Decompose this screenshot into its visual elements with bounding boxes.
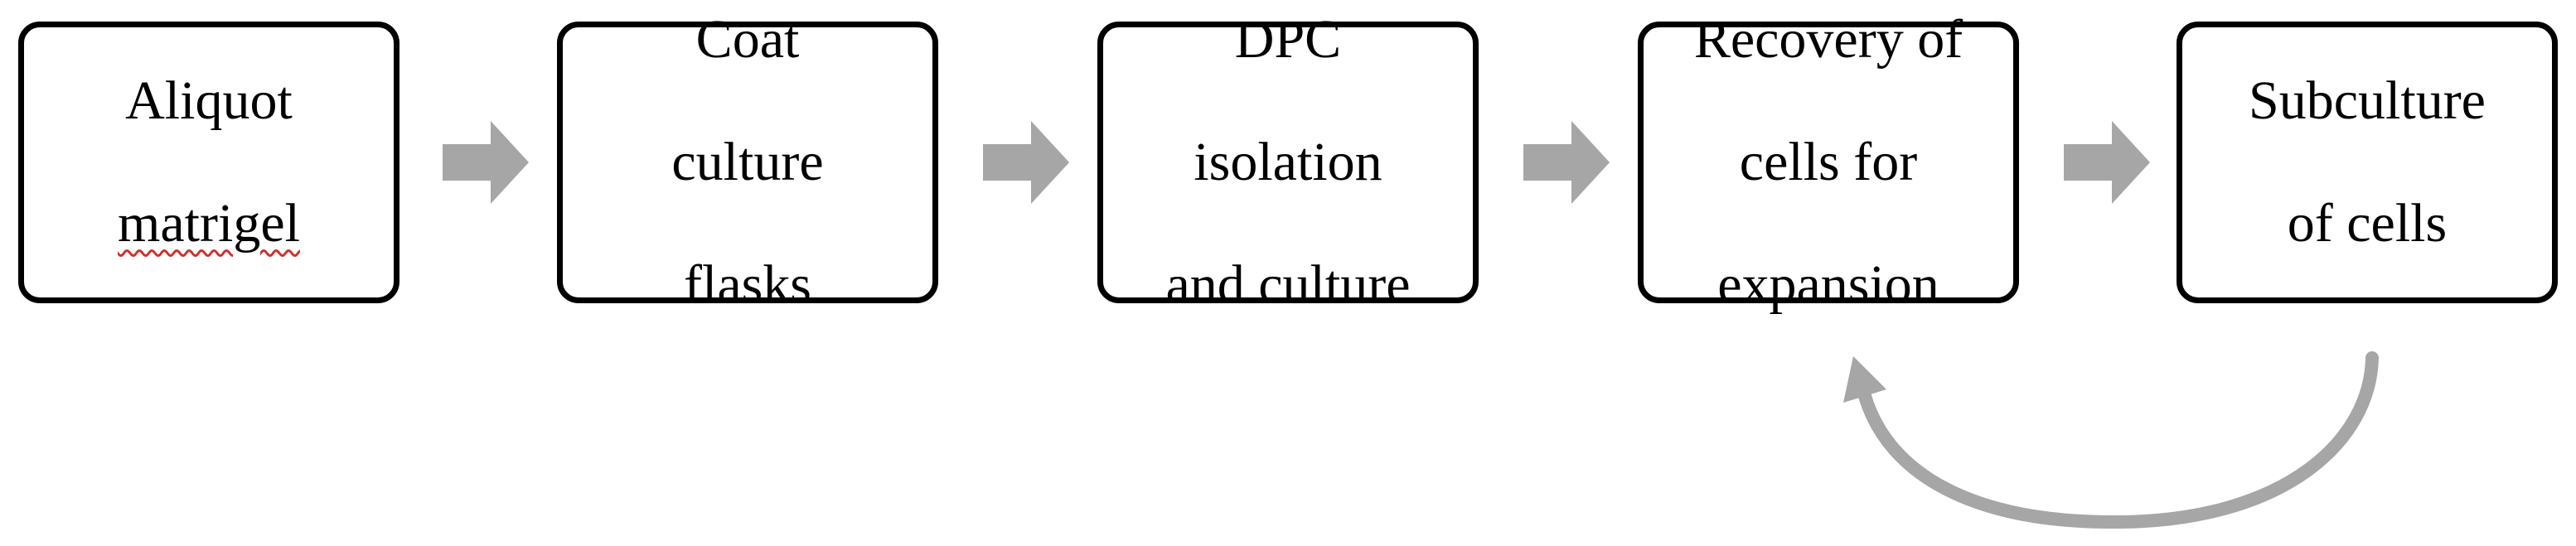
step-label-recovery-of-cells-for-expansion: Recovery of cells for expansion — [1694, 0, 1963, 377]
step-line-misspelled: matrigel — [118, 193, 300, 254]
step-box-dpc-isolation-and-culture: DPC isolation and culture — [1097, 9, 1479, 315]
step-line: cells for — [1739, 132, 1918, 192]
step-line: Subculture — [2249, 70, 2486, 131]
step-label-dpc-isolation-and-culture: DPC isolation and culture — [1165, 0, 1410, 377]
step-line: DPC — [1234, 9, 1342, 70]
step-line: expansion — [1717, 254, 1939, 315]
step-label-aliquot-matrigel: Aliquot matrigel — [118, 9, 300, 316]
right-block-arrow-icon — [983, 121, 1069, 204]
step-line: matrigel — [118, 193, 300, 254]
step-label-subculture-of-cells: Subculture of cells — [2249, 9, 2486, 316]
step-line: and culture — [1165, 254, 1411, 315]
step-box-aliquot-matrigel: Aliquot matrigel — [18, 22, 399, 303]
right-block-arrow-icon — [1523, 121, 1610, 204]
step-label-coat-culture-flasks: Coat culture flasks — [671, 0, 823, 377]
step-box-subculture-of-cells: Subculture of cells — [2177, 22, 2558, 303]
right-block-arrow-icon — [2064, 121, 2150, 204]
step-line: of cells — [2287, 193, 2448, 254]
step-box-coat-culture-flasks: Coat culture flasks — [557, 9, 938, 315]
step-box-recovery-of-cells-for-expansion: Recovery of cells for expansion — [1638, 9, 2019, 315]
step-line: culture — [671, 132, 824, 192]
right-block-arrow-icon — [443, 121, 529, 204]
step-line: Coat — [695, 9, 800, 70]
step-line: Recovery of — [1693, 9, 1963, 70]
step-line: isolation — [1194, 132, 1382, 192]
step-line: Aliquot — [125, 70, 293, 131]
step-line: flasks — [684, 254, 811, 315]
